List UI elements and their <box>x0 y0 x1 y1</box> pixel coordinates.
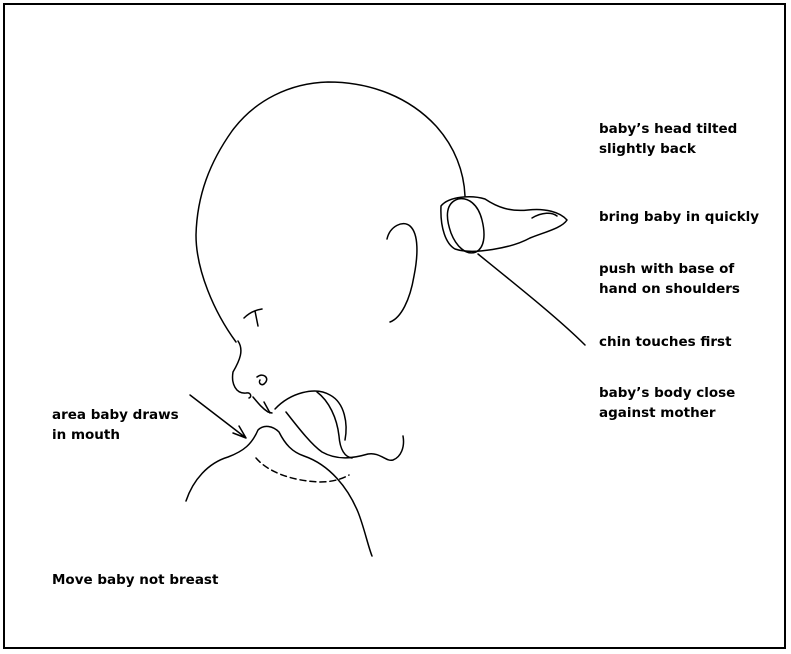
mother-finger-knuckle <box>532 213 557 218</box>
baby-lower-lip <box>275 391 346 440</box>
label-push-base: push with base of hand on shoulders <box>599 259 740 299</box>
baby-head-outline <box>196 82 465 342</box>
baby-eye <box>244 309 262 326</box>
baby-tongue <box>317 392 352 458</box>
baby-nostril <box>257 375 267 385</box>
label-move-baby: Move baby not breast <box>52 570 218 590</box>
label-area-draws: area baby draws in mouth <box>52 405 179 445</box>
mother-thumb <box>447 199 484 253</box>
pointer-arrow <box>190 395 246 438</box>
baby-nose <box>233 341 251 398</box>
baby-ear <box>387 224 417 322</box>
label-head-tilted: baby’s head tilted slightly back <box>599 119 737 159</box>
label-chin-first: chin touches first <box>599 332 732 352</box>
label-bring-in: bring baby in quickly <box>599 207 759 227</box>
mother-wrist-line <box>478 254 585 345</box>
areola-dashed <box>256 458 349 482</box>
label-body-close: baby’s body close against mother <box>599 383 735 423</box>
mother-breast <box>186 426 372 556</box>
mother-hand-outline <box>441 197 567 251</box>
